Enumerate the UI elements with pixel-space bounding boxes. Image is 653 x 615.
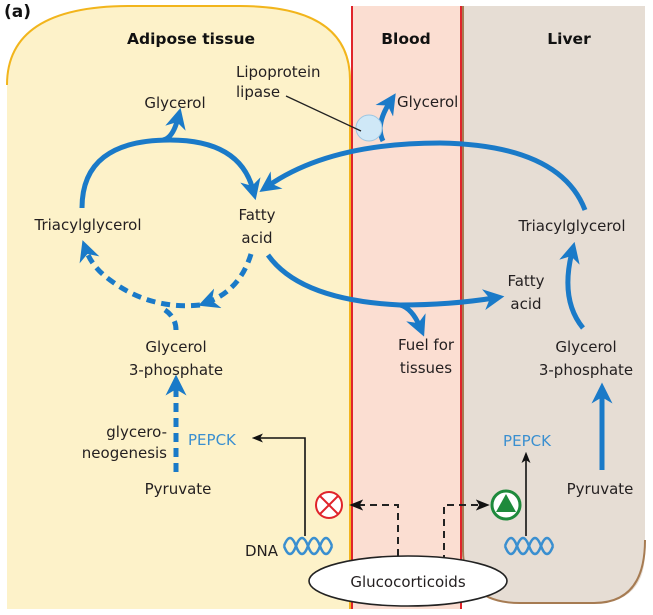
liver-g3p-label-line1: Glycerol bbox=[555, 338, 616, 356]
adipose-triacylglycerol-label: Triacylglycerol bbox=[34, 216, 142, 234]
adipose-reesterification-to-tag-arrow bbox=[79, 240, 201, 309]
blood-title: Blood bbox=[381, 30, 431, 48]
glyceroneogenesis-label-line2: neogenesis bbox=[82, 444, 167, 462]
adipose-g3p-label-line2: 3-phosphate bbox=[129, 361, 223, 379]
liver-g3p-to-tag-arrow bbox=[559, 241, 585, 330]
adipose-g3p-label-line1: Glycerol bbox=[145, 338, 206, 356]
dna-label: DNA bbox=[245, 542, 279, 560]
liver-triacylglycerol-label: Triacylglycerol bbox=[518, 217, 626, 235]
adipose-pyruvate-label: Pyruvate bbox=[145, 480, 212, 498]
adipose-pepck-expression-arrow bbox=[251, 433, 306, 536]
adipose-glycerol-label: Glycerol bbox=[144, 94, 205, 112]
adipose-fatty-acid-label-line1: Fatty bbox=[238, 206, 275, 224]
adipose-glycerol-release-arrow bbox=[162, 107, 186, 143]
glucocorticoids-node bbox=[308, 555, 508, 607]
liver-dna-helix-icon bbox=[503, 536, 555, 556]
liver-g3p-label-line2: 3-phosphate bbox=[539, 361, 633, 379]
lipase-leader-line bbox=[285, 95, 362, 132]
fuel-for-tissues-label-line1: Fuel for bbox=[398, 336, 455, 354]
adipose-fatty-acid-to-esterification-arrow bbox=[198, 253, 254, 309]
liver-pyruvate-label: Pyruvate bbox=[567, 480, 634, 498]
liver-title: Liver bbox=[547, 30, 591, 48]
panel-label: (a) bbox=[4, 2, 31, 22]
adipose-title: Adipose tissue bbox=[127, 30, 255, 48]
glucocorticoids-label: Glucocorticoids bbox=[350, 573, 465, 591]
adipose-pepck-label: PEPCK bbox=[188, 431, 237, 449]
inhibition-icon bbox=[315, 491, 343, 519]
activation-icon bbox=[490, 489, 522, 521]
adipose-dna-helix-icon bbox=[282, 536, 334, 556]
lipoprotein-lipase-label-line1: Lipoprotein bbox=[236, 63, 321, 81]
blood-glycerol-label: Glycerol bbox=[397, 93, 458, 111]
lipoprotein-lipase-label-line2: lipase bbox=[236, 83, 280, 101]
liver-fatty-acid-label-line2: acid bbox=[510, 295, 541, 313]
liver-compartment bbox=[462, 6, 646, 604]
fuel-for-tissues-label-line2: tissues bbox=[400, 359, 452, 377]
glucocorticoid-to-adipose-dashed-arrow bbox=[349, 499, 399, 556]
adipose-tag-to-fatty-acid-arrow bbox=[79, 137, 261, 209]
liver-fatty-acid-label-line1: Fatty bbox=[507, 272, 544, 290]
liver-pepck-label: PEPCK bbox=[503, 432, 552, 450]
glyceroneogenesis-label-line1: glycero- bbox=[106, 423, 167, 441]
liver-tag-to-adipose-fatty-acid-arrow bbox=[259, 140, 588, 211]
fatty-acid-to-liver-arrow bbox=[265, 253, 505, 311]
adipose-g3p-supply-arrow bbox=[158, 304, 179, 331]
fuel-for-tissues-arrow bbox=[399, 302, 426, 337]
lipoprotein-lipase-enzyme bbox=[355, 114, 383, 142]
adipose-fatty-acid-label-line2: acid bbox=[241, 229, 272, 247]
glucocorticoid-to-liver-dashed-arrow bbox=[443, 499, 490, 562]
